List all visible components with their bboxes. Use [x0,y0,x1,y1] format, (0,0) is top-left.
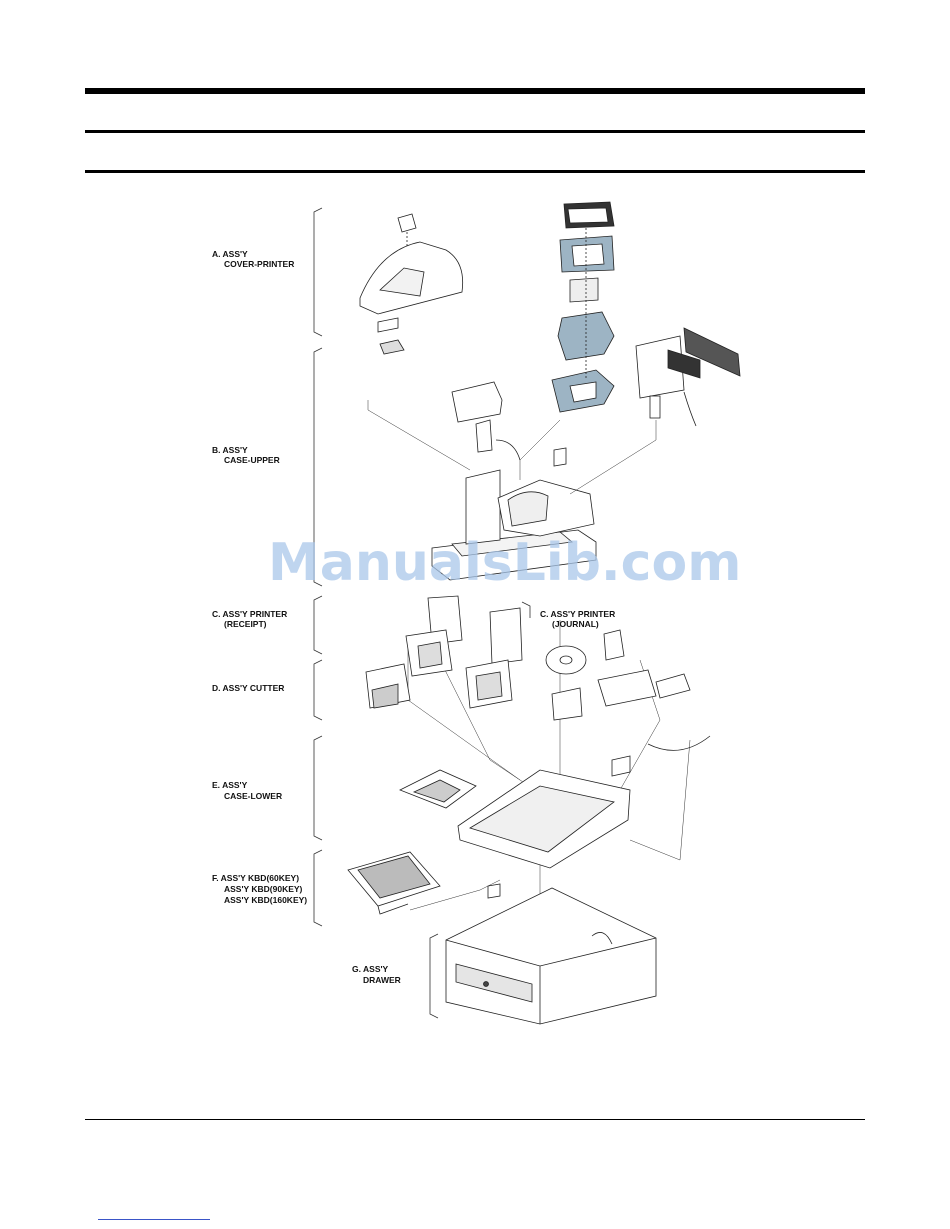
label-b-line1: B. ASS'Y [212,445,248,455]
display-frame-stack [552,202,614,466]
label-c-receipt-line2: (RECEIPT) [224,619,267,629]
label-d-line1: D. ASS'Y CUTTER [212,683,284,693]
label-f-line2: ASS'Y KBD(90KEY) [224,884,303,894]
label-g-line1: G. ASS'Y [352,964,389,974]
label-c-journal-line1: C. ASS'Y PRINTER [540,609,615,619]
watermark-text: ManualsLib.com [268,533,741,593]
printer-cover-part [360,214,463,354]
label-e-line2: CASE-LOWER [224,791,282,801]
lower-case-part [400,736,710,868]
customer-display-part [636,328,740,426]
keyboard-part [348,852,500,914]
label-a-line2: COVER-PRINTER [224,259,294,269]
label-e-line1: E. ASS'Y [212,780,248,790]
receipt-printer-mechanism [366,596,462,708]
label-b-line2: CASE-UPPER [224,455,280,465]
label-c-journal-line2: (JOURNAL) [552,619,599,629]
cash-drawer-part [446,888,656,1024]
label-a-line1: A. ASS'Y [212,249,248,259]
label-f-line3: ASS'Y KBD(160KEY) [224,895,307,905]
label-f-line1: F. ASS'Y KBD(60KEY) [212,873,299,883]
label-g-line2: DRAWER [363,975,401,985]
label-c-receipt-line1: C. ASS'Y PRINTER [212,609,287,619]
